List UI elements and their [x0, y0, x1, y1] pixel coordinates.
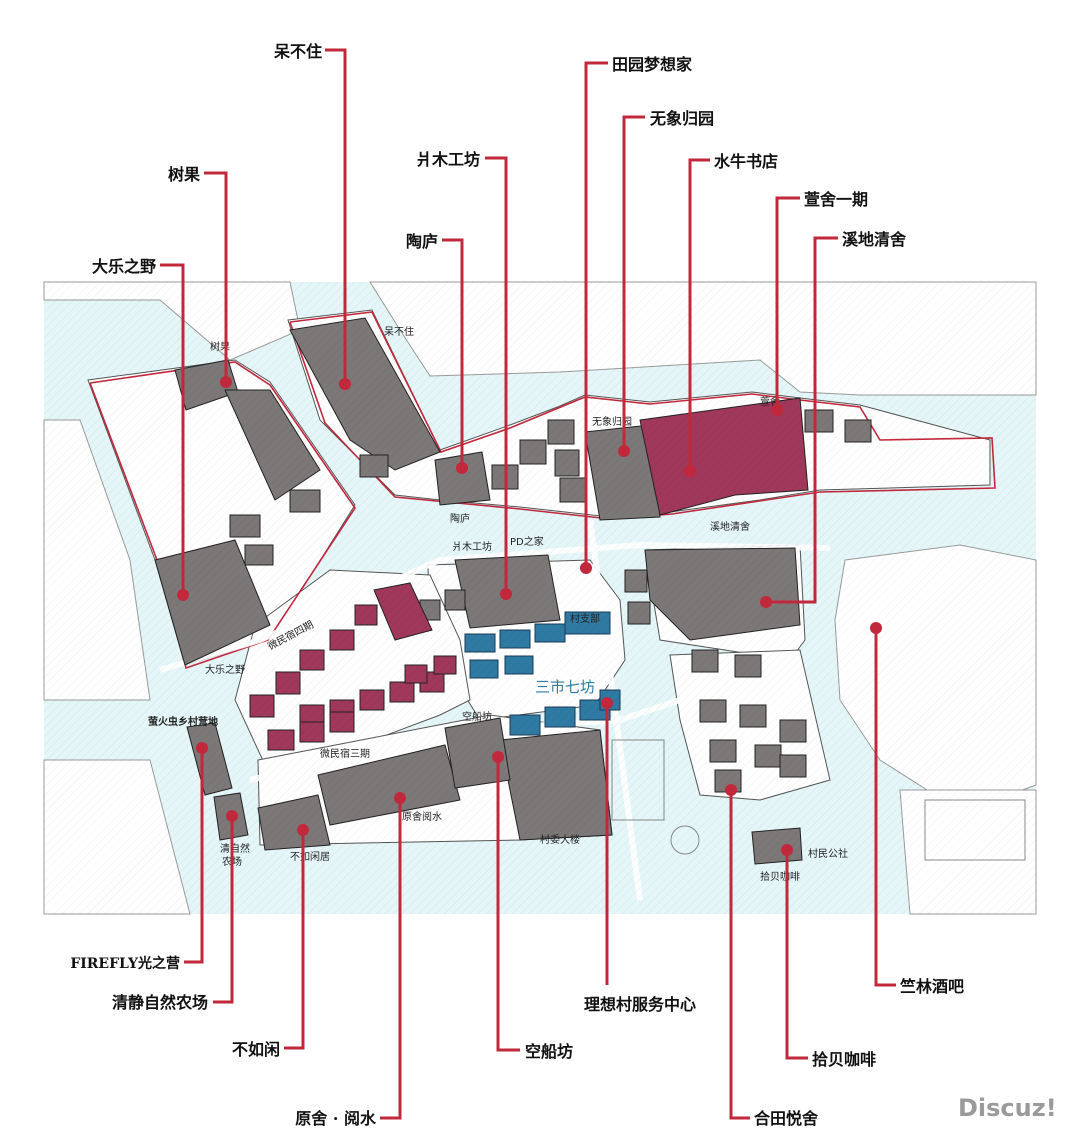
leader-line-qingjing [213, 816, 234, 1004]
callout-label-firefly[interactable]: FIREFLY光之营 [70, 955, 180, 972]
leader-line-jimu [485, 156, 508, 594]
callout-dot-firefly[interactable] [196, 742, 208, 754]
callout-dot-shuguo[interactable] [220, 376, 232, 388]
callout-label-shibei[interactable]: 拾贝咖啡 [812, 1050, 876, 1069]
map-label-sanshi: 三市七坊 [535, 678, 595, 696]
map-label-dale: 大乐之野 [205, 663, 245, 676]
map-label-yuanshe: 原舍阅水 [402, 810, 442, 823]
map-label-wuxiang: 无象归园 [592, 415, 632, 428]
callout-dot-dale[interactable] [177, 589, 189, 601]
map-label-shibei: 拾贝咖啡 [760, 870, 800, 883]
leader-line-xuanshe [775, 196, 800, 410]
leader-line-firefly [184, 748, 204, 964]
leader-line-buru [284, 830, 305, 1050]
map-label-jimu: 爿木工坊 [452, 540, 492, 553]
map-label-buru: 不如闲居 [290, 850, 330, 863]
map-label-kongchuan: 空船坊 [462, 710, 492, 723]
map-label-taolu: 陶庐 [450, 512, 470, 525]
callout-dot-lixiang[interactable] [601, 697, 613, 709]
callout-label-hetian[interactable]: 合田悦舍 [754, 1109, 819, 1128]
callout-label-dale[interactable]: 大乐之野 [92, 257, 156, 276]
callout-label-jimu[interactable]: 爿木工坊 [416, 150, 480, 169]
map-label-cunwei: 村委大楼 [540, 833, 580, 846]
callout-dot-xidi[interactable] [760, 596, 772, 608]
callout-dot-buru[interactable] [297, 824, 309, 836]
watermark: Discuz! [958, 1094, 1057, 1122]
hatch-overlay [44, 282, 1036, 914]
callout-label-sulin[interactable]: 竺林酒吧 [900, 977, 964, 996]
leader-line-dale [160, 263, 185, 595]
callout-leaders [160, 48, 896, 1120]
leader-line-shibei [785, 850, 808, 1060]
leader-line-kongchuan [496, 757, 520, 1052]
callout-label-taolu[interactable]: 陶庐 [406, 232, 438, 251]
callout-dot-yuanshe[interactable] [394, 792, 406, 804]
callout-dot-jimu[interactable] [500, 588, 512, 600]
callout-dot-wuxiang[interactable] [618, 445, 630, 457]
map-label-cunzhibu: 村支部 [570, 612, 600, 625]
callout-label-shuniu[interactable]: 水牛书店 [714, 152, 778, 171]
leader-line-tianyuan [584, 61, 608, 568]
map-label-pd: PD之家 [510, 535, 544, 548]
leader-line-taolu [442, 238, 464, 468]
callout-dot-shibei[interactable] [781, 844, 793, 856]
map-label-yingyuan: 萤火虫乡村营地 [148, 715, 218, 728]
callout-labels: 呆不住田园梦想家无象归园树果水牛书店爿木工坊萱舍一期溪地清舍陶庐大乐之野竺林酒吧… [70, 42, 964, 1128]
callout-label-tianyuan[interactable]: 田园梦想家 [612, 55, 693, 74]
map-labels: 树果 呆不住 无象归园 萱舍 陶庐 溪地清舍 爿木工坊 PD之家 村支部 大乐之… [148, 325, 848, 883]
callout-label-kongchuan[interactable]: 空船坊 [525, 1042, 573, 1061]
callout-dot-xuanshe[interactable] [771, 404, 783, 416]
leader-line-wuxiang [622, 115, 645, 451]
map-label-qingjing-a: 清自然 [220, 842, 250, 855]
callout-dot-caibuzhu[interactable] [339, 378, 351, 390]
callout-label-xuanshe[interactable]: 萱舍一期 [804, 190, 868, 209]
leader-line-hetian [729, 790, 750, 1120]
leader-line-shuniu [688, 158, 710, 471]
leader-line-yuanshe [380, 798, 402, 1120]
callout-label-qingjing[interactable]: 清静自然农场 [112, 993, 208, 1012]
leader-line-caibuzhu [325, 48, 347, 384]
leader-line-shuguo [204, 171, 228, 382]
callout-label-caibuzhu[interactable]: 呆不住 [273, 42, 322, 61]
callout-label-buru[interactable]: 不如闲 [232, 1040, 280, 1059]
leader-line-sulin [874, 628, 896, 987]
map-label-caibuzhu: 呆不住 [384, 325, 414, 338]
map-label-cunmin: 村民公社 [808, 847, 848, 860]
callout-dot-tianyuan[interactable] [580, 562, 592, 574]
callout-dot-kongchuan[interactable] [492, 751, 504, 763]
map-details [611, 739, 1026, 861]
callout-dot-taolu[interactable] [456, 462, 468, 474]
map-label-weiminsu3: 微民宿三期 [320, 747, 370, 760]
callout-label-xidi[interactable]: 溪地清舍 [842, 230, 907, 249]
map-label-xidi: 溪地清舍 [710, 520, 750, 533]
callout-label-lixiang[interactable]: 理想村服务中心 [584, 995, 696, 1014]
leader-line-xidi [766, 236, 838, 604]
callout-dot-hetian[interactable] [725, 784, 737, 796]
callout-label-yuanshe[interactable]: 原舍 · 阅水 [295, 1109, 377, 1128]
callout-dot-shuniu[interactable] [684, 465, 696, 477]
callout-label-shuguo[interactable]: 树果 [168, 165, 200, 184]
callout-dot-qingjing[interactable] [226, 810, 238, 822]
callout-dot-sulin[interactable] [870, 622, 882, 634]
callout-label-wuxiang[interactable]: 无象归园 [649, 109, 714, 128]
